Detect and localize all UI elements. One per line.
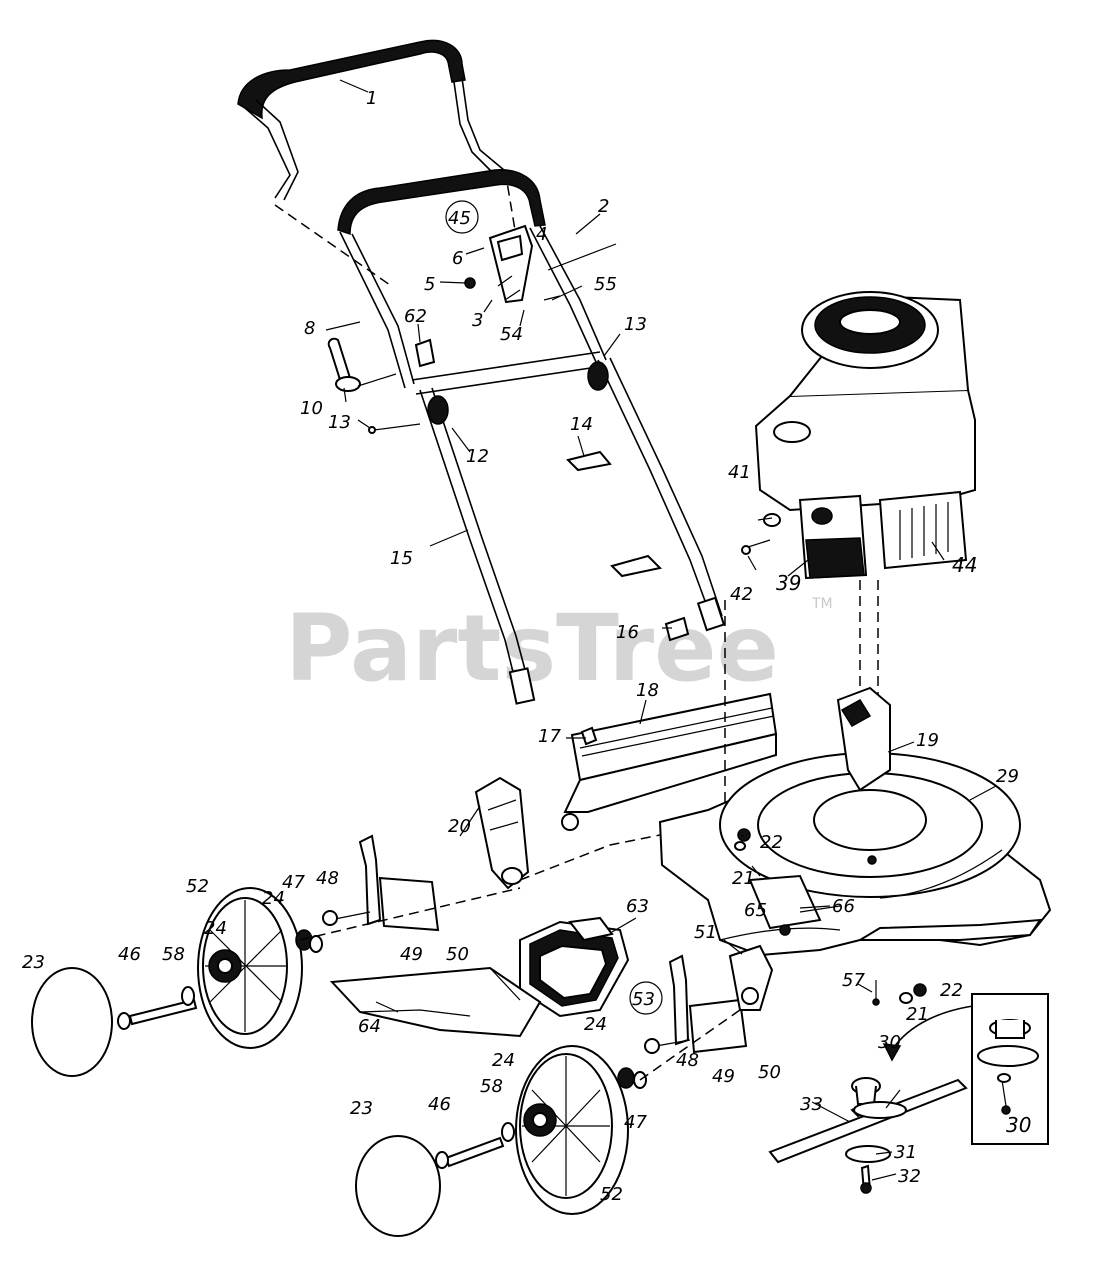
callout-57: 57 — [842, 970, 865, 991]
wheel-rear-left — [197, 887, 303, 1049]
callout-66: 66 — [832, 896, 855, 917]
blade-assembly — [768, 1077, 968, 1194]
deck-cover-plate — [748, 874, 841, 936]
callout-22-top: 22 — [760, 832, 783, 853]
callout-23-top: 23 — [22, 952, 45, 973]
lower-handle — [419, 357, 726, 705]
callout-5: 5 — [424, 274, 435, 295]
callout-48-bottom: 48 — [676, 1050, 699, 1071]
callout-50-bottom: 50 — [758, 1062, 781, 1083]
callout-62: 62 — [404, 306, 427, 327]
callout-54: 54 — [500, 324, 523, 345]
leader-lines — [325, 79, 997, 1181]
callout-14: 14 — [570, 414, 593, 435]
control-bracket-assembly — [464, 224, 617, 304]
callout-41: 41 — [728, 462, 751, 483]
upper-handle-grip — [237, 39, 511, 201]
callout-64: 64 — [358, 1016, 381, 1037]
callout-49-top: 49 — [400, 944, 423, 965]
callout-13-right: 13 — [624, 314, 647, 335]
callout-31: 31 — [894, 1142, 917, 1163]
watermark-trademark: TM — [811, 596, 833, 612]
adapter-detail-box — [971, 993, 1049, 1145]
bracket-guide — [519, 834, 661, 881]
callout-24-d: 24 — [492, 1050, 515, 1071]
callout-20: 20 — [448, 816, 471, 837]
callout-1: 1 — [366, 88, 377, 109]
callout-21-top: 21 — [732, 868, 755, 889]
grass-deflector — [329, 966, 542, 1038]
callout-47-top: 47 — [282, 872, 305, 893]
callout-65: 65 — [744, 900, 767, 921]
callout-48-top: 48 — [316, 868, 339, 889]
rear-bracket-right — [836, 686, 891, 792]
callout-24-c: 24 — [584, 1014, 607, 1035]
wheel-height-lever-left — [295, 834, 440, 953]
callout-50-top: 50 — [446, 944, 469, 965]
callout-53: 53 — [632, 989, 655, 1010]
callout-39: 39 — [776, 571, 801, 595]
callout-18: 18 — [636, 680, 659, 701]
wheel-front — [515, 1045, 629, 1215]
callout-52-top: 52 — [186, 876, 209, 897]
watermark-brand: PartsTree — [285, 595, 779, 702]
callout-17: 17 — [538, 726, 561, 747]
engine-fasteners — [741, 513, 781, 555]
deck-fasteners — [734, 828, 927, 1006]
callout-30-detail: 30 — [1006, 1113, 1031, 1137]
callout-33: 33 — [800, 1094, 823, 1115]
callout-23-bottom: 23 — [350, 1098, 373, 1119]
callout-55: 55 — [594, 274, 617, 295]
callout-58-bottom: 58 — [480, 1076, 503, 1097]
callout-24-a: 24 — [262, 888, 285, 909]
front-axle-guide — [639, 1009, 741, 1081]
callout-13-left: 13 — [328, 412, 351, 433]
callout-32: 32 — [898, 1166, 921, 1187]
callout-6: 6 — [452, 248, 463, 269]
callout-15: 15 — [390, 548, 413, 569]
callout-46-top: 46 — [118, 944, 141, 965]
callout-63: 63 — [626, 896, 649, 917]
callout-45: 45 — [448, 208, 471, 229]
hubcap-front — [355, 1135, 441, 1237]
callout-8: 8 — [304, 318, 315, 339]
mower-deck — [658, 752, 1052, 957]
axle-bolt-rear-left — [117, 986, 198, 1030]
callout-51: 51 — [694, 922, 717, 943]
callout-58-top: 58 — [162, 944, 185, 965]
callout-30-main: 30 — [878, 1032, 901, 1053]
callout-12: 12 — [466, 446, 489, 467]
callout-10: 10 — [300, 398, 323, 419]
callout-44: 44 — [952, 553, 977, 577]
engine — [754, 291, 976, 580]
axle-bolt-front — [435, 1067, 647, 1169]
wheel-height-lever-right — [644, 944, 774, 1054]
callout-47-bottom: 47 — [624, 1112, 647, 1133]
callout-21-bottom: 21 — [906, 1004, 929, 1025]
callout-4: 4 — [536, 224, 547, 245]
callout-29: 29 — [996, 766, 1019, 787]
callout-19: 19 — [916, 730, 939, 751]
hubcap-rear-left — [31, 967, 113, 1077]
callout-16: 16 — [616, 622, 639, 643]
callout-46-bottom: 46 — [428, 1094, 451, 1115]
middle-handle — [337, 169, 607, 395]
rear-bracket-left — [474, 776, 530, 890]
handle-bolt — [664, 616, 690, 642]
callout-3: 3 — [472, 310, 483, 331]
callout-49-bottom: 49 — [712, 1066, 735, 1087]
discharge-plug — [519, 916, 630, 1018]
callout-24-b: 24 — [204, 918, 227, 939]
handle-hardware — [327, 337, 436, 434]
callout-42: 42 — [730, 584, 753, 605]
handle-knobs — [427, 361, 663, 578]
upper-handle-guide-left — [274, 204, 391, 286]
callout-2: 2 — [598, 196, 609, 217]
callout-22-bottom: 22 — [940, 980, 963, 1001]
rear-axle-guide — [299, 887, 521, 941]
callout-labels: 1 2 45 4 6 5 55 3 54 8 62 13 10 13 12 14… — [22, 88, 1031, 1205]
callout-52-bottom: 52 — [600, 1184, 623, 1205]
